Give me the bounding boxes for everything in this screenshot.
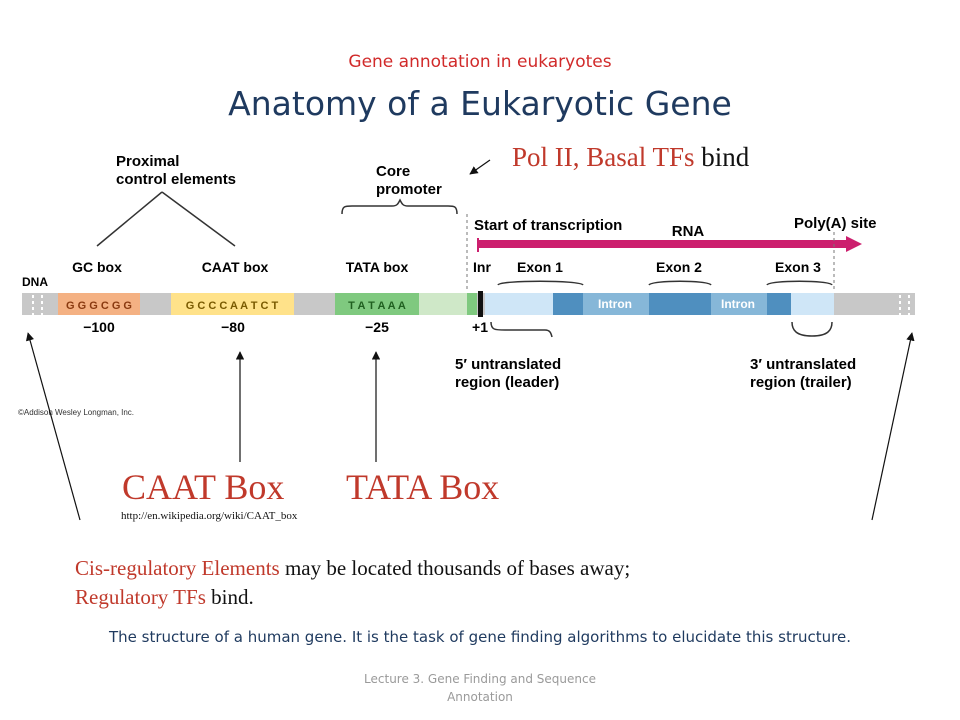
pol2-annotation: Pol II, Basal TFs bind — [512, 142, 749, 173]
exon3-segment — [767, 293, 791, 315]
utr5-bracket — [490, 321, 553, 338]
gc-box-label: GC box — [72, 259, 122, 275]
core-region-segment — [419, 293, 467, 315]
slide-title: Anatomy of a Eukaryotic Gene — [228, 84, 732, 123]
slide-caption: The structure of a human gene. It is the… — [109, 628, 851, 646]
start-transcription-label: Start of transcription — [474, 217, 622, 234]
utr5-segment — [485, 293, 553, 315]
gc-position: −100 — [83, 319, 115, 335]
dna-label: DNA — [22, 275, 48, 289]
utr3-label-line1: 3′ untranslated — [750, 356, 856, 373]
pol2-red-text: Pol II, Basal TFs — [512, 142, 695, 172]
polya-label: Poly(A) site — [794, 215, 877, 232]
utr3-segment — [791, 293, 834, 315]
caat-box-segment — [171, 293, 294, 315]
caat-box-label: CAAT box — [202, 259, 269, 275]
utr5-label-line1: 5′ untranslated — [455, 356, 561, 373]
start-position: +1 — [472, 319, 488, 335]
cis-red-text: Cis-regulatory Elements — [75, 556, 280, 580]
rna-arrow-shaft — [478, 240, 846, 248]
gc-box-segment — [58, 293, 140, 315]
tata-position: −25 — [365, 319, 389, 335]
proximal-label-line1: Proximal — [116, 153, 179, 170]
caat-position: −80 — [221, 319, 245, 335]
inr-segment — [467, 293, 477, 315]
slide-subtitle: Gene annotation in eukaryotes — [348, 52, 612, 72]
pol2-black-text: bind — [694, 142, 750, 172]
pol2-arrow — [469, 159, 491, 175]
slide-footer: Lecture 3. Gene Finding and Sequence Ann… — [364, 672, 596, 704]
caat-sequence: G C C C A A T C T — [186, 300, 279, 312]
tata-box-segment — [335, 293, 419, 315]
exon2-segment — [649, 293, 711, 315]
tata-box-annotation: TATA Box — [346, 467, 500, 507]
copyright-text: ©Addison Wesley Longman, Inc. — [18, 408, 134, 417]
wiki-url[interactable]: http://en.wikipedia.org/wiki/CAAT_box — [121, 510, 298, 522]
core-label-line2: promoter — [376, 181, 442, 198]
intron2-segment — [711, 293, 767, 315]
intron1-segment — [583, 293, 649, 315]
tata-box-label: TATA box — [346, 259, 409, 275]
reg-red-text: Regulatory TFs — [75, 585, 206, 609]
core-label-line1: Core — [376, 163, 410, 180]
core-promoter-bracket — [341, 198, 458, 215]
utr3-label-line2: region (trailer) — [750, 374, 852, 391]
proximal-label-line2: control elements — [116, 171, 236, 188]
rna-arrow-head — [846, 236, 862, 252]
utr5-label-line2: region (leader) — [455, 374, 559, 391]
proximal-line-right — [161, 191, 236, 247]
cis-regulatory-note: Cis-regulatory Elements may be located t… — [75, 554, 875, 612]
cis-arrow-right — [871, 332, 915, 521]
inr-label: Inr — [473, 259, 491, 275]
rna-label: RNA — [672, 223, 705, 240]
exon2-bracket — [648, 280, 712, 286]
cis-black-text: may be located thousands of bases away; — [279, 556, 631, 580]
exon2-label: Exon 2 — [656, 259, 702, 275]
intron1-label: Intron — [598, 297, 632, 311]
intron2-label: Intron — [721, 297, 755, 311]
caat-box-annotation: CAAT Box — [122, 467, 285, 507]
exon3-label: Exon 3 — [775, 259, 821, 275]
exon1-bracket — [497, 280, 584, 286]
cis-arrow-left — [25, 332, 81, 521]
utr3-bracket — [791, 321, 833, 337]
dna-bar — [22, 289, 915, 319]
gc-sequence: G G G C G G — [66, 300, 132, 312]
exon1-label: Exon 1 — [517, 259, 563, 275]
proximal-line-left — [96, 191, 163, 247]
reg-black-text: bind. — [205, 585, 254, 609]
exon1-segment — [553, 293, 583, 315]
start-marker — [478, 291, 483, 317]
exon3-bracket — [766, 280, 833, 286]
tata-sequence: T A T A A A — [348, 300, 406, 312]
